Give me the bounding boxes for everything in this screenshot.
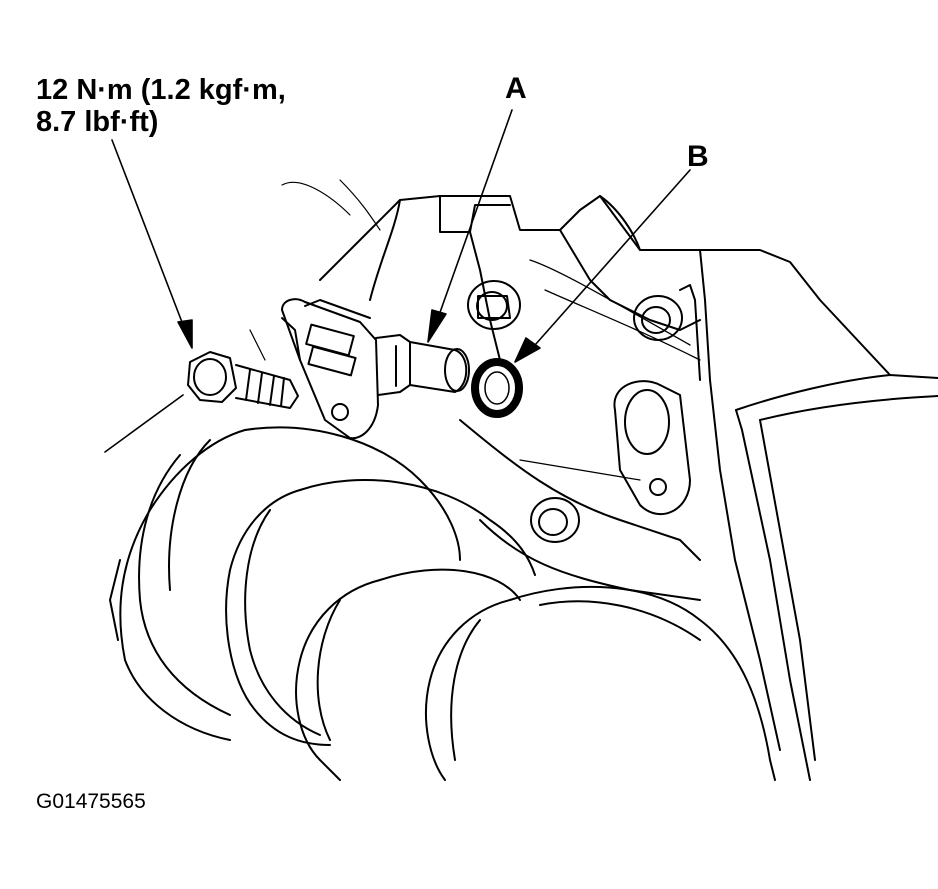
bolt-head-lower (531, 498, 579, 542)
figure-id-label: G01475565 (36, 790, 146, 813)
pulley-icon (110, 427, 775, 780)
torque-spec-label: 12 N·m (1.2 kgf·m, 8.7 lbf·ft) (36, 74, 286, 138)
bolt-head-upper-left (468, 281, 520, 329)
torque-spec-line-2: 8.7 lbf·ft) (36, 106, 159, 138)
callout-b-label: B (687, 140, 709, 173)
bolt-icon (188, 352, 298, 408)
background-arcs (250, 180, 380, 360)
bolt-head-upper-right (634, 296, 682, 340)
leader-lines (105, 110, 690, 452)
mount-boss-right (614, 381, 690, 514)
engine-housing-icon (320, 196, 938, 780)
callout-a-label: A (505, 72, 527, 105)
torque-spec-line-1: 12 N·m (1.2 kgf·m, (36, 74, 286, 106)
o-ring-icon (475, 362, 519, 414)
sensor-icon (282, 299, 469, 438)
